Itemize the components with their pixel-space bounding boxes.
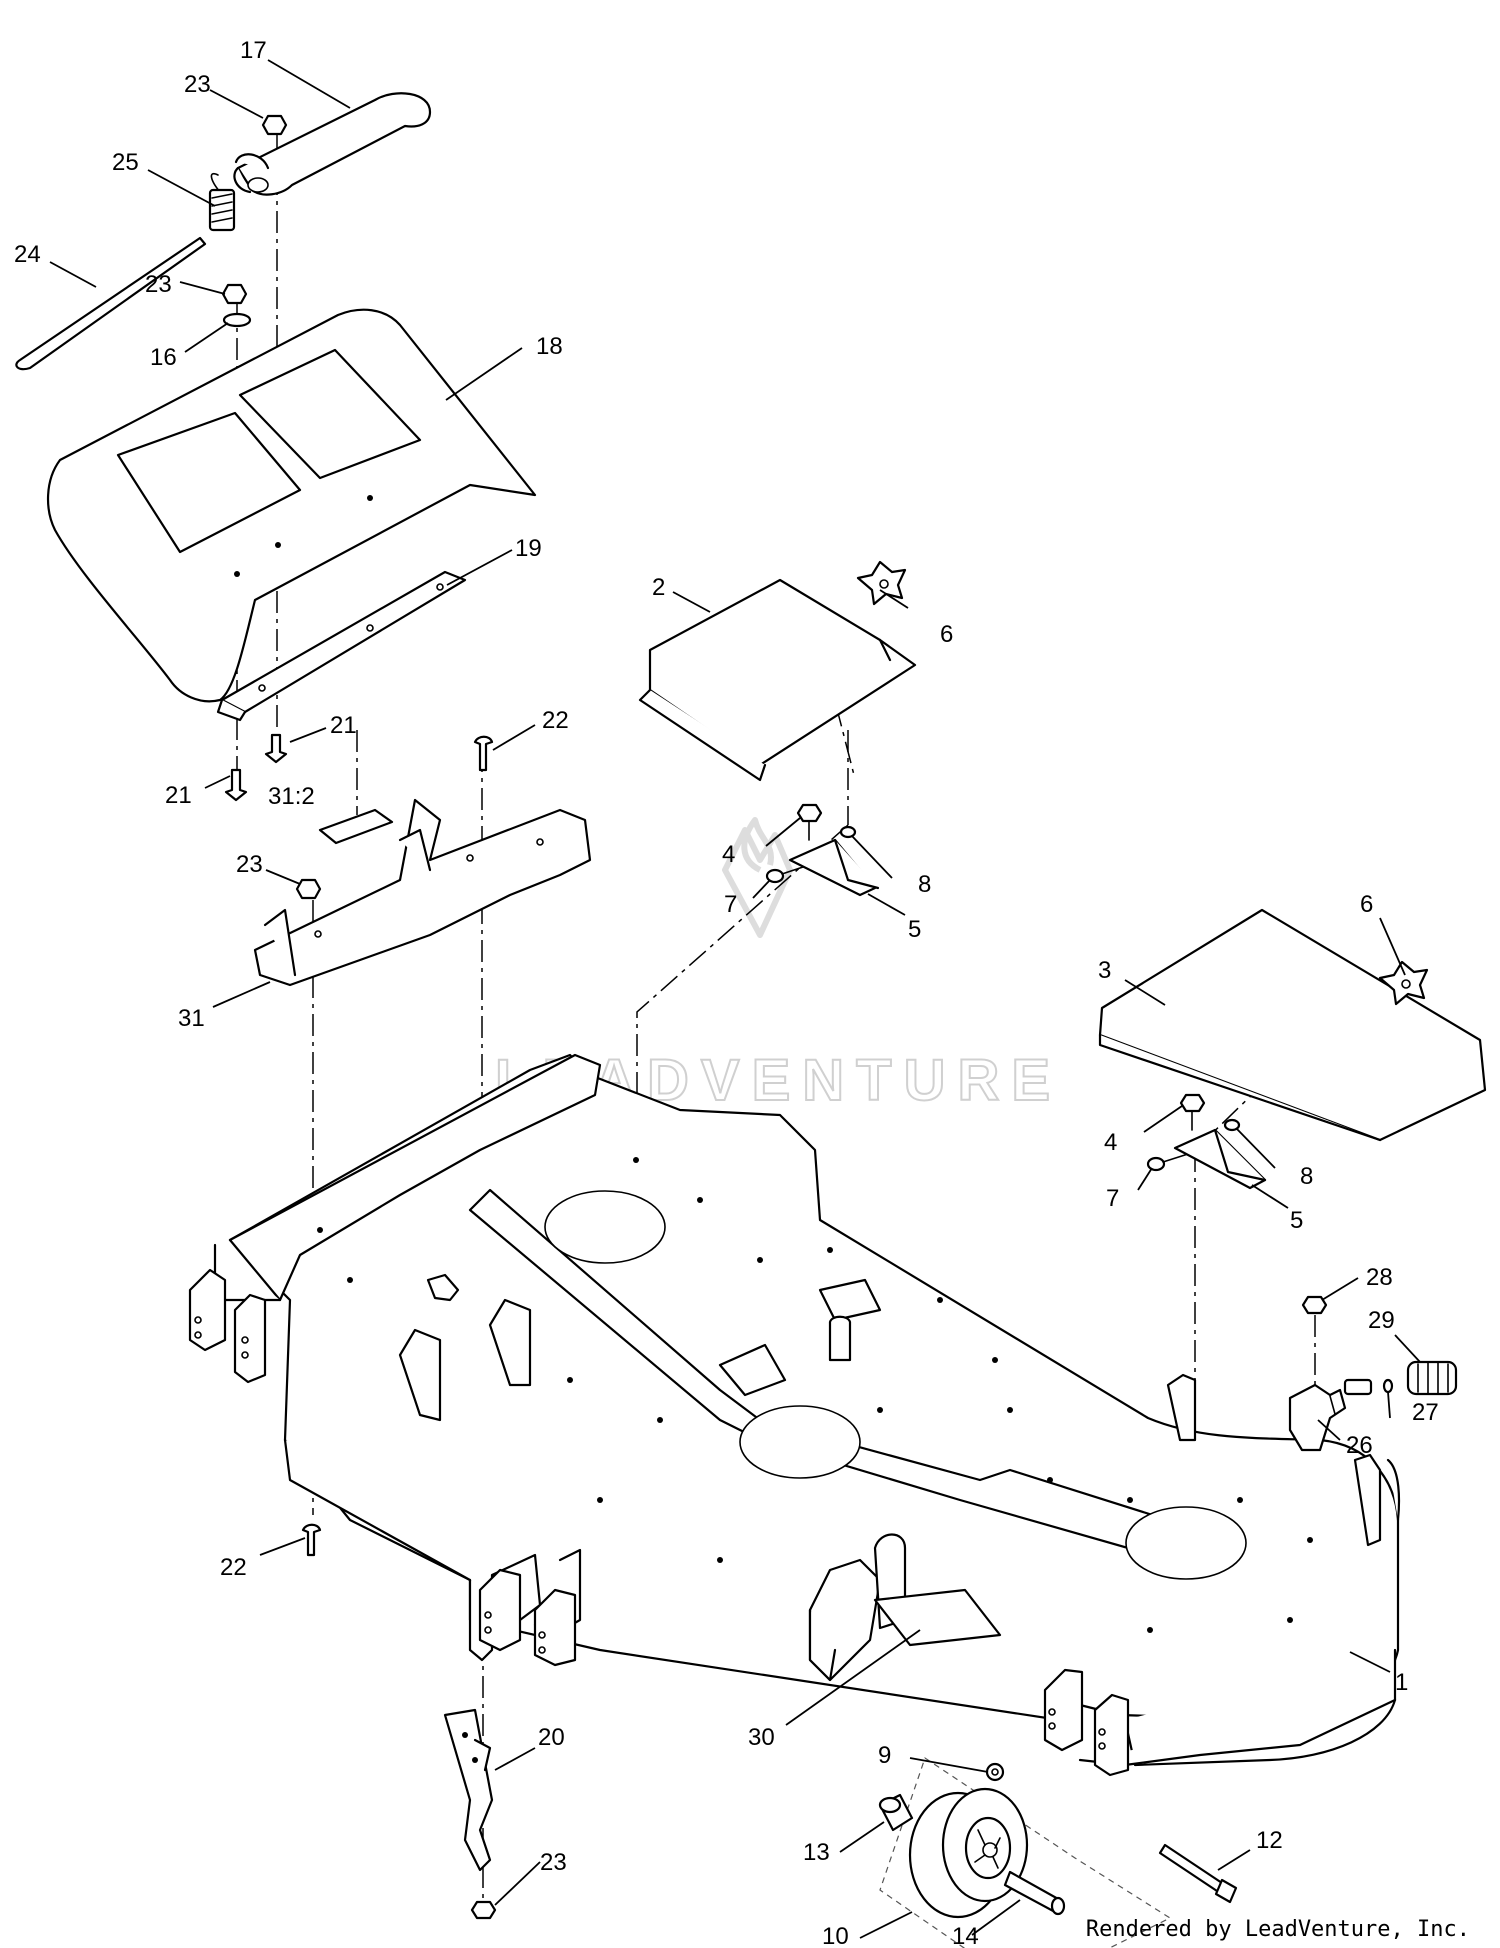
callout-13: 13: [803, 1839, 830, 1866]
callout-12: 12: [1256, 1827, 1283, 1854]
callout-28: 28: [1366, 1264, 1393, 1291]
render-credit: Rendered by LeadVenture, Inc.: [1085, 1917, 1470, 1942]
part-21-bolt-b: [264, 733, 288, 764]
callout-25: 25: [112, 149, 139, 176]
part-2-cover: [638, 578, 917, 782]
part-5-hinge-a: [788, 838, 880, 897]
part-22-bolt-bottom: [301, 1523, 322, 1557]
part-23-nut-bracket: [295, 878, 322, 900]
part-28-nut: [1301, 1295, 1328, 1315]
part-31-2-decal: [318, 808, 394, 845]
part-1-deck: [188, 1053, 1401, 1777]
callout-4: 4: [1104, 1129, 1117, 1156]
callout-26: 26: [1346, 1432, 1373, 1459]
part-21-bolt-a: [224, 768, 248, 802]
callout-9: 9: [878, 1742, 891, 1769]
callout-18: 18: [536, 333, 563, 360]
part-13-bushing: [878, 1793, 914, 1832]
callout-21: 21: [165, 782, 192, 809]
part-14-axle: [1003, 1870, 1066, 1916]
callout-24: 24: [14, 241, 41, 268]
watermark-logo: [722, 817, 793, 938]
callout-10: 10: [822, 1923, 849, 1948]
callout-4: 4: [722, 841, 735, 868]
part-7-pin-a: [765, 865, 807, 884]
part-23-nut-bottom: [470, 1900, 497, 1920]
callout-29: 29: [1368, 1307, 1395, 1334]
callout-23: 23: [184, 71, 211, 98]
part-16-washer: [222, 312, 252, 328]
part-30-decal: [873, 1588, 1002, 1647]
part-4-bolt-b: [1179, 1093, 1206, 1131]
callout-7: 7: [1106, 1185, 1119, 1212]
part-22-bolt-top: [473, 735, 494, 772]
part-8-washer-a: [839, 825, 857, 839]
part-6-knob-a: [856, 560, 907, 606]
part-5-hinge-b: [1173, 1128, 1267, 1190]
callout-19: 19: [515, 535, 542, 562]
part-3-cover: [1098, 908, 1487, 1142]
callout-6: 6: [1360, 891, 1373, 918]
part-20-bracket: [443, 1708, 494, 1872]
part-31-bracket: [253, 798, 592, 987]
callout-6: 6: [940, 621, 953, 648]
callout-3: 3: [1098, 957, 1111, 984]
part-17-arm: [233, 92, 432, 196]
callout-labels: 17 23 25 24 23 16 18 19 21 21 22 31:2 23…: [14, 37, 1439, 1948]
part-8-washer-b: [1223, 1118, 1241, 1132]
callout-21: 21: [330, 712, 357, 739]
callout-7: 7: [724, 891, 737, 918]
part-23-nut-top: [261, 114, 288, 136]
part-29-coupler: [1406, 1360, 1458, 1396]
callout-23: 23: [236, 851, 263, 878]
part-18-cover: [46, 308, 537, 703]
callout-5: 5: [908, 916, 921, 943]
part-9-spacer: [985, 1762, 1005, 1782]
part-6-knob-b: [1378, 960, 1429, 1006]
part-12-bolt: [1158, 1843, 1238, 1904]
callout-31-2: 31:2: [268, 783, 315, 810]
callout-20: 20: [538, 1724, 565, 1751]
callout-30: 30: [748, 1724, 775, 1751]
callout-23: 23: [145, 271, 172, 298]
callout-8: 8: [1300, 1163, 1313, 1190]
callout-14: 14: [952, 1923, 979, 1948]
part-7-pin-b: [1146, 1153, 1189, 1172]
callout-27: 27: [1412, 1399, 1439, 1426]
callout-17: 17: [240, 37, 267, 64]
callout-5: 5: [1290, 1207, 1303, 1234]
callout-23: 23: [540, 1849, 567, 1876]
callout-1: 1: [1395, 1669, 1408, 1696]
part-10-wheel: [908, 1787, 1029, 1919]
part-27-fitting: [1343, 1378, 1394, 1396]
callout-22: 22: [542, 707, 569, 734]
part-25-spring: [208, 173, 236, 232]
callout-31: 31: [178, 1005, 205, 1032]
callout-2: 2: [652, 574, 665, 601]
part-26-elbow: [1288, 1383, 1347, 1452]
callout-16: 16: [150, 344, 177, 371]
callout-22: 22: [220, 1554, 247, 1581]
part-23-nut-mid: [221, 283, 248, 305]
callout-8: 8: [918, 871, 931, 898]
leader-lines: [49, 59, 1421, 1939]
part-24-rod: [15, 236, 207, 371]
part-4-bolt-a: [796, 803, 823, 841]
part-19-plate: [216, 570, 467, 722]
